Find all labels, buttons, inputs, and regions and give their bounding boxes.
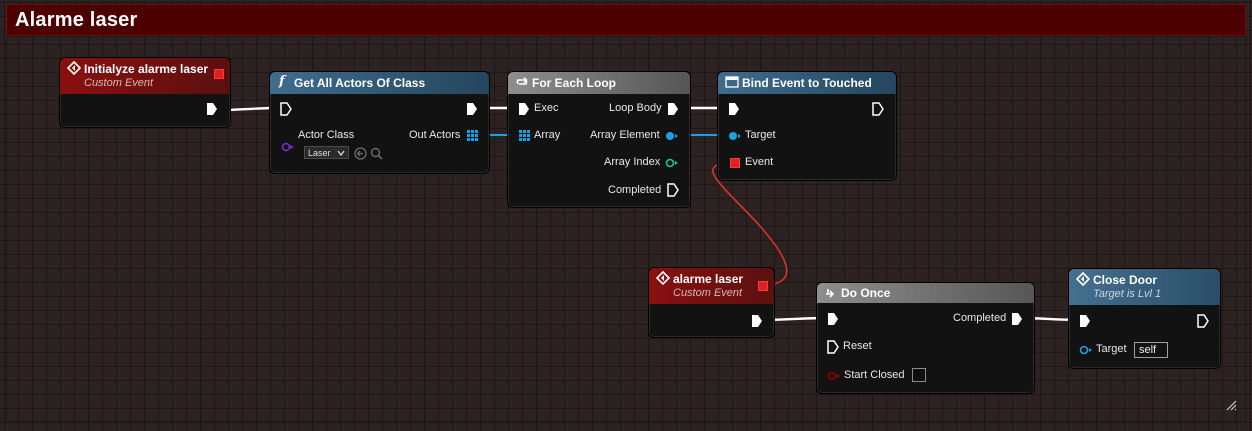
exec-out-pin-icon[interactable]	[1011, 312, 1023, 326]
custom-event-node-alarme-laser[interactable]: alarme laser Custom Event	[648, 267, 775, 338]
actor-class-label: Actor Class	[298, 129, 355, 141]
exec-in-pin-icon[interactable]	[280, 102, 292, 116]
node-title: alarme laser	[673, 272, 744, 286]
array-in-pin-icon[interactable]	[519, 130, 530, 141]
array-element-label: Array Element	[590, 129, 660, 141]
close-door-node[interactable]: Close Door Target is Lvl 1 Target self	[1068, 268, 1221, 369]
node-header[interactable]: f Get All Actors Of Class	[270, 72, 489, 94]
exec-out-pin-icon[interactable]	[872, 102, 884, 116]
exec-out-pin-icon[interactable]	[667, 183, 679, 197]
get-all-actors-of-class-node[interactable]: f Get All Actors Of Class Actor Class La…	[269, 71, 490, 174]
node-title: For Each Loop	[532, 76, 616, 90]
class-pin-icon[interactable]	[281, 142, 295, 152]
event-diamond-icon	[656, 271, 670, 285]
do-once-icon	[826, 289, 835, 298]
int-out-pin-icon[interactable]	[665, 158, 679, 168]
delegate-in-pin-icon[interactable]	[730, 158, 740, 168]
node-subtitle: Custom Event	[84, 77, 154, 89]
exec-label: Exec	[534, 102, 559, 114]
array-out-pin-icon[interactable]	[467, 130, 478, 141]
node-subtitle: Custom Event	[673, 287, 743, 299]
exec-in-pin-icon[interactable]	[518, 102, 530, 116]
completed-label: Completed	[608, 184, 662, 196]
event-diamond-icon	[1076, 272, 1090, 286]
chevron-down-icon	[337, 150, 345, 156]
exec-out-pin-icon[interactable]	[751, 314, 763, 328]
out-actors-label: Out Actors	[409, 129, 461, 141]
bool-pin-icon[interactable]	[827, 371, 841, 381]
node-title: Initialyze alarme laser	[84, 62, 209, 76]
exec-in-pin-icon[interactable]	[728, 102, 740, 116]
event-label: Event	[745, 156, 774, 168]
node-title: Bind Event to Touched	[742, 76, 872, 90]
target-self-field[interactable]: self	[1134, 342, 1168, 358]
node-title: Get All Actors Of Class	[294, 76, 426, 90]
target-label: Target	[1096, 343, 1127, 355]
for-each-loop-node[interactable]: For Each Loop Exec Array Loop Body Array…	[507, 71, 691, 208]
node-header[interactable]: Bind Event to Touched	[718, 72, 896, 94]
object-in-pin-icon[interactable]	[728, 131, 742, 141]
loop-icon	[516, 77, 528, 85]
use-selected-asset-icon[interactable]	[354, 147, 367, 160]
object-out-pin-icon[interactable]	[665, 131, 679, 141]
delegate-pin-icon[interactable]	[214, 69, 224, 79]
custom-event-node-initialyze[interactable]: Initialyze alarme laser Custom Event	[59, 57, 231, 128]
exec-out-pin-icon[interactable]	[1197, 314, 1209, 328]
browse-asset-icon[interactable]	[370, 147, 383, 160]
comment-box-header[interactable]: Alarme laser	[6, 4, 1246, 36]
event-diamond-icon	[67, 61, 81, 75]
comment-box-body[interactable]	[6, 36, 1246, 422]
function-icon: f	[279, 74, 285, 89]
actor-class-value: Laser	[308, 148, 331, 158]
node-title: Close Door	[1093, 273, 1158, 287]
node-subtitle: Target is Lvl 1	[1093, 288, 1162, 300]
array-index-label: Array Index	[604, 156, 661, 168]
loop-body-label: Loop Body	[609, 102, 662, 114]
actor-class-dropdown[interactable]: Laser	[304, 146, 349, 159]
node-title: Do Once	[841, 286, 891, 300]
node-header[interactable]: Initialyze alarme laser Custom Event	[60, 58, 230, 94]
exec-out-pin-icon[interactable]	[466, 102, 478, 116]
node-header[interactable]: Do Once	[817, 283, 1034, 303]
bind-event-icon	[725, 76, 739, 88]
start-closed-label: Start Closed	[844, 369, 905, 381]
node-header[interactable]: alarme laser Custom Event	[649, 268, 774, 304]
exec-in-pin-icon[interactable]	[1079, 314, 1091, 328]
completed-label: Completed	[953, 312, 1007, 324]
delegate-pin-icon[interactable]	[758, 281, 768, 291]
comment-title: Alarme laser	[15, 9, 138, 31]
node-header[interactable]: For Each Loop	[508, 72, 690, 94]
target-label: Target	[745, 129, 776, 141]
node-header[interactable]: Close Door Target is Lvl 1	[1069, 269, 1220, 305]
object-in-pin-icon[interactable]	[1079, 345, 1093, 355]
reset-label: Reset	[843, 340, 872, 352]
exec-out-pin-icon[interactable]	[206, 102, 218, 116]
do-once-node[interactable]: Do Once Completed Reset Start Closed	[816, 282, 1035, 394]
delegate-wire	[712, 161, 788, 286]
exec-in-pin-icon[interactable]	[827, 312, 839, 326]
start-closed-checkbox[interactable]	[912, 368, 926, 382]
exec-out-pin-icon[interactable]	[667, 102, 679, 116]
array-label: Array	[534, 129, 561, 141]
bind-event-to-touched-node[interactable]: Bind Event to Touched Target Event	[717, 71, 897, 181]
resize-handle-icon[interactable]	[1225, 399, 1237, 411]
reset-exec-pin-icon[interactable]	[827, 340, 839, 354]
